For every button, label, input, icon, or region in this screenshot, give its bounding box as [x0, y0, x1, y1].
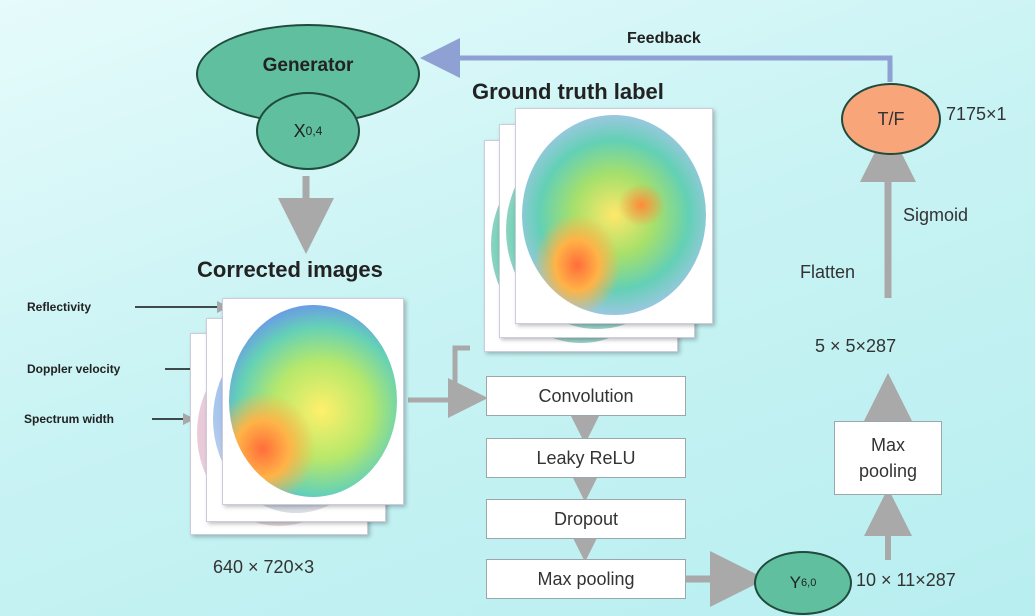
y-node-sup: 6,0: [801, 577, 817, 589]
ground-truth-title: Ground truth label: [472, 79, 664, 104]
right-max-pooling-box: Max pooling: [834, 421, 942, 495]
feedback-arrow: [420, 38, 893, 82]
tf-size-label: 7175×1: [946, 104, 1007, 124]
ground-truth-image-1: [515, 108, 713, 324]
dropout-layer: Dropout: [486, 499, 686, 539]
generator-label: Generator: [262, 55, 354, 76]
images-to-conv-arrow: [408, 345, 470, 403]
x-node-label: X: [293, 120, 306, 141]
y-size-label: 10 × 11×287: [856, 570, 956, 590]
flatten-label: Flatten: [800, 262, 856, 282]
leaky-relu-layer: Leaky ReLU: [486, 438, 686, 478]
spectrum-width-label: Spectrum width: [24, 412, 115, 426]
corrected-image-reflectivity: [222, 298, 404, 505]
tf-node-label: T/F: [877, 108, 905, 129]
x-node-sup: 0,4: [305, 124, 323, 138]
input-size-label: 640 × 720×3: [213, 557, 315, 577]
dims-5x5-label: 5 × 5×287: [815, 336, 897, 356]
corrected-images-title: Corrected images: [197, 257, 383, 282]
tf-node: T/F: [841, 83, 941, 155]
right-max-pooling-line2: pooling: [858, 461, 918, 481]
convolution-layer: Convolution: [486, 376, 686, 416]
feedback-label: Feedback: [627, 30, 701, 47]
max-pooling-layer: Max pooling: [486, 559, 686, 599]
reflectivity-label: Reflectivity: [27, 300, 92, 314]
sigmoid-label: Sigmoid: [903, 205, 969, 225]
right-max-pooling-line1: Max: [870, 435, 905, 455]
y-node-label: Y: [789, 573, 802, 592]
doppler-velocity-label: Doppler velocity: [27, 362, 121, 376]
